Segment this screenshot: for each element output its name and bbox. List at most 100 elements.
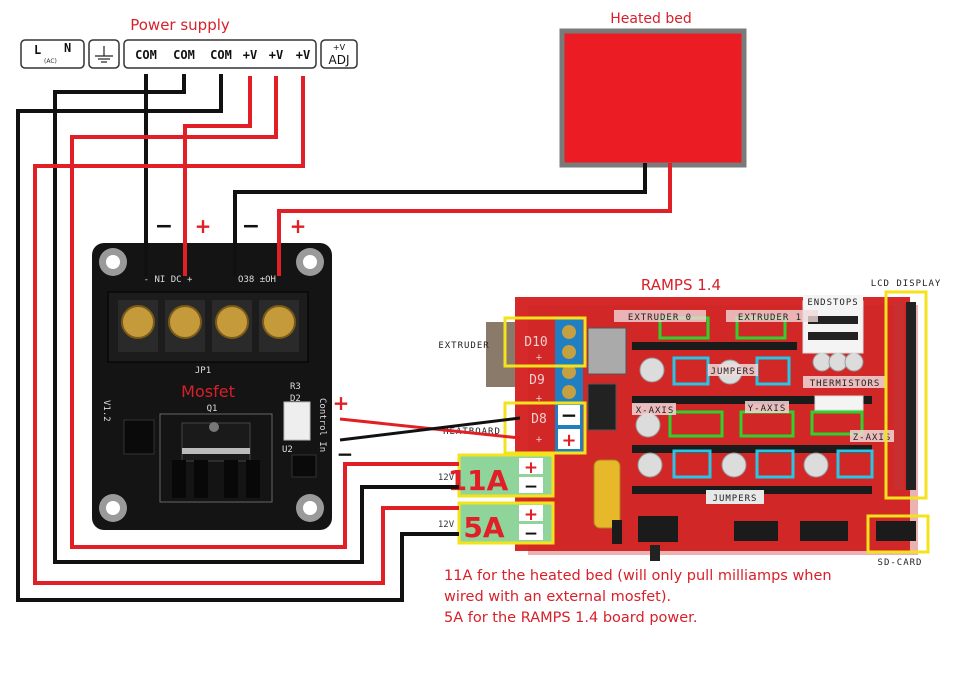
note-line-1: 11A for the heated bed (will only pull m… bbox=[444, 568, 832, 584]
plus-box bbox=[519, 458, 543, 474]
wire-v3-to-5a-plus bbox=[33, 76, 459, 585]
d8-label: D8 bbox=[531, 412, 547, 427]
heated-bed-title: Heated bed bbox=[610, 11, 692, 27]
u1-chip bbox=[123, 419, 155, 455]
wire-com3-to-5a-minus bbox=[16, 74, 459, 602]
power-11a-label: 11A bbox=[448, 464, 509, 497]
minus-box bbox=[519, 524, 543, 540]
lcd-display-highlight bbox=[884, 290, 928, 500]
label-bg bbox=[726, 310, 818, 322]
ramps-board: − + D10 + D9 + D8 + bbox=[438, 279, 942, 568]
version-silk: V1.2 bbox=[101, 400, 111, 422]
u2-silk: U2 bbox=[282, 445, 293, 455]
mounting-hole-center bbox=[303, 255, 317, 269]
ctrl-minus-label: − bbox=[337, 442, 354, 466]
wire-com2-to-11a-minus bbox=[53, 74, 459, 564]
d9-plus-label: + bbox=[536, 393, 542, 405]
extruder1-label: EXTRUDER 1 bbox=[738, 313, 802, 323]
dc-minus-label: − bbox=[155, 214, 173, 239]
heatsink bbox=[172, 460, 260, 498]
screw-terminal-1 bbox=[121, 305, 155, 339]
endstop-pins bbox=[808, 316, 858, 340]
label-bg bbox=[850, 430, 894, 442]
label-bg bbox=[803, 295, 863, 307]
note-line-2: wired with an external mosfet). bbox=[444, 589, 672, 605]
thermistor-header bbox=[814, 395, 864, 411]
note-line-3: 5A for the RAMPS 1.4 board power. bbox=[444, 610, 698, 626]
extruder-bracket bbox=[486, 322, 516, 387]
plus-v-terminal-2: +V bbox=[269, 48, 283, 62]
power-5a-label: 5A bbox=[463, 511, 504, 544]
q1-silk: Q1 bbox=[207, 404, 218, 414]
adj-terminal bbox=[320, 39, 358, 69]
jumpers-top-label: JUMPERS bbox=[711, 367, 756, 377]
heated-bed bbox=[559, 28, 747, 168]
transistor-screw bbox=[209, 422, 219, 432]
fuse bbox=[593, 459, 621, 529]
lcd-display-label: LCD DISPLAY bbox=[871, 279, 942, 289]
terminal-screw bbox=[562, 345, 576, 359]
mounting-hole-center bbox=[303, 501, 317, 515]
minus-box bbox=[519, 477, 543, 493]
power-11a-plus: + bbox=[524, 458, 538, 478]
mosfet-d9 bbox=[587, 383, 617, 431]
d10-highlight bbox=[503, 316, 587, 368]
jp1-silk: JP1 bbox=[195, 366, 211, 376]
section-labels: EXTRUDER 0 EXTRUDER 1 ENDSTOPS JUMPERS T… bbox=[614, 295, 894, 504]
voltage-regulator bbox=[587, 327, 627, 375]
ramps-title: RAMPS 1.4 bbox=[641, 276, 721, 294]
d10-label: D10 bbox=[524, 335, 547, 350]
aux-headers bbox=[612, 516, 916, 544]
r3-silk: R3 bbox=[290, 382, 301, 392]
label-bg bbox=[803, 376, 885, 388]
y-axis-label: Y-AXIS bbox=[748, 404, 787, 414]
dc-output-terminal bbox=[123, 39, 317, 69]
endstops-label: ENDSTOPS bbox=[807, 298, 858, 308]
d8-plus-box bbox=[558, 429, 580, 449]
sd-card-label: SD-CARD bbox=[878, 558, 923, 568]
d8-plus-silk: + bbox=[536, 434, 542, 446]
bed-minus-label: − bbox=[242, 214, 260, 239]
wire-control-minus bbox=[339, 416, 521, 442]
z-axis-label: Z-AXIS bbox=[853, 433, 892, 443]
bed-plus-label: + bbox=[290, 214, 307, 238]
transistor-tab bbox=[182, 448, 250, 454]
power-supply-title: Power supply bbox=[130, 16, 230, 34]
screw-terminals bbox=[118, 300, 299, 352]
ac-l-label: L bbox=[34, 43, 41, 57]
power-supply-terminal-block: L N (AC) COM COM COM +V +V +V +V ADJ bbox=[20, 39, 358, 69]
reset-button bbox=[650, 545, 660, 561]
screw-terminal-4 bbox=[262, 305, 296, 339]
lcd-pin-header-2 bbox=[894, 302, 904, 490]
plus-v-terminal-3: +V bbox=[296, 48, 310, 62]
power-5a-voltage: 12V bbox=[438, 520, 455, 530]
terminal-screw bbox=[562, 325, 576, 339]
mosfet-title: Mosfet bbox=[181, 382, 235, 401]
ground-icon bbox=[95, 46, 113, 63]
wire-v2-to-11a-plus bbox=[70, 76, 459, 549]
label-bg bbox=[708, 364, 758, 376]
mounting-hole-center bbox=[106, 501, 120, 515]
control-in-connector bbox=[283, 401, 311, 441]
ctrl-plus-label: + bbox=[333, 391, 350, 415]
d8-highlight bbox=[503, 401, 587, 455]
label-bg bbox=[614, 310, 706, 322]
adj-plus-v-label: +V bbox=[333, 43, 346, 52]
terminal-screw bbox=[562, 385, 576, 399]
u2-chip bbox=[291, 454, 317, 478]
plus-box bbox=[519, 505, 543, 521]
mounting-hole-center bbox=[106, 255, 120, 269]
ac-sub-label: (AC) bbox=[44, 58, 57, 65]
sd-card-highlight bbox=[866, 514, 930, 554]
d9-label: D9 bbox=[529, 373, 545, 388]
d8-minus-box bbox=[558, 405, 580, 425]
lcd-pin-header bbox=[906, 302, 916, 490]
power-5a-plus: + bbox=[524, 505, 538, 525]
label-bg bbox=[632, 403, 676, 415]
d8-plus-label: + bbox=[561, 430, 576, 451]
endstops-header bbox=[802, 300, 864, 354]
com-terminal-2: COM bbox=[173, 48, 195, 62]
wire-v1-to-mosfet-dc-plus bbox=[183, 76, 252, 276]
d10-plus-label: + bbox=[536, 352, 542, 364]
